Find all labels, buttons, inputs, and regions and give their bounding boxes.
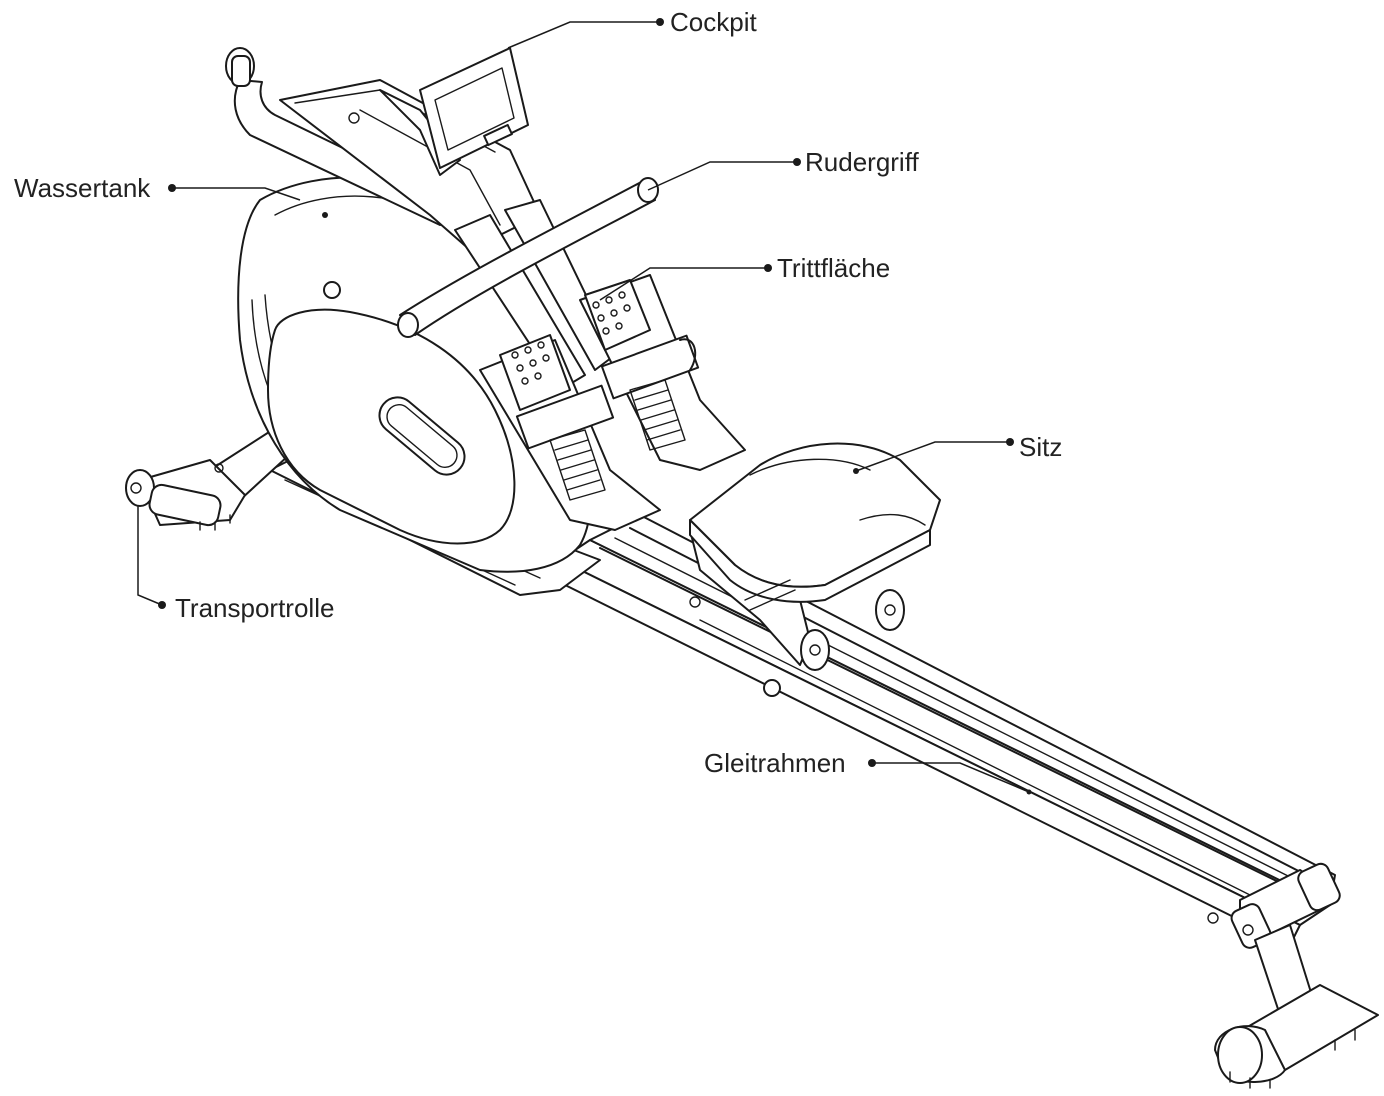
label-gleitrahmen: Gleitrahmen bbox=[704, 748, 846, 778]
cockpit-monitor bbox=[348, 47, 529, 176]
label-trittflaeche: Trittfläche bbox=[777, 253, 890, 283]
label-sitz: Sitz bbox=[1019, 432, 1062, 462]
row-handle bbox=[397, 177, 659, 338]
seat bbox=[689, 442, 941, 697]
leader-lines bbox=[137, 18, 1030, 793]
slide-rail bbox=[554, 514, 1341, 949]
label-rudergriff: Rudergriff bbox=[805, 147, 919, 177]
label-transportrolle: Transportrolle bbox=[175, 593, 334, 623]
front-stand bbox=[1214, 924, 1379, 1089]
footrests bbox=[479, 274, 746, 531]
label-cockpit: Cockpit bbox=[670, 7, 757, 37]
labels: Cockpit Rudergriff Wassertank Trittfläch… bbox=[14, 7, 1062, 778]
label-wassertank: Wassertank bbox=[14, 173, 151, 203]
